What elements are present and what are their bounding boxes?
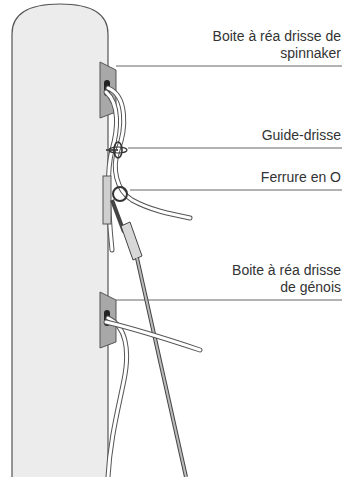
leader-lines xyxy=(116,66,342,300)
genoa-halyard xyxy=(106,318,200,477)
o-fitting xyxy=(103,176,127,224)
halyard-guide xyxy=(106,142,127,158)
spinnaker-halyard xyxy=(106,88,190,250)
part-label: Boite à réa drisse de spinnaker xyxy=(201,28,341,62)
part-label: Boite à réa drisse de génois xyxy=(225,262,341,296)
part-label: Guide-drisse xyxy=(141,127,341,144)
mast xyxy=(12,4,108,477)
part-label: Ferrure en O xyxy=(141,169,341,186)
